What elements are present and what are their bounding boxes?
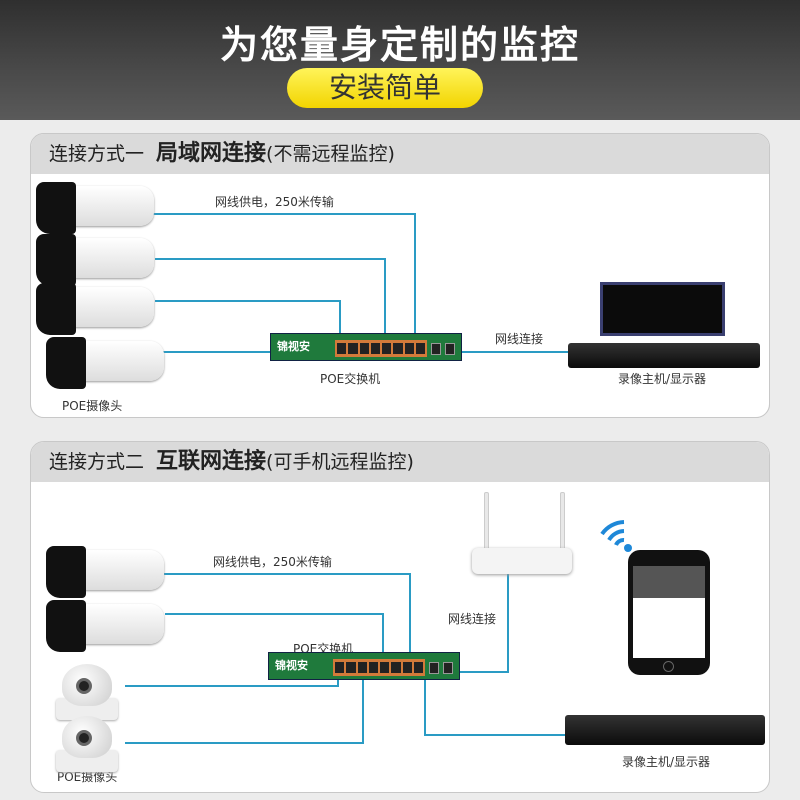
method-prefix: 连接方式一 (49, 143, 145, 165)
cable-c (125, 680, 339, 687)
bullet-camera-icon (36, 283, 154, 335)
camera-label: POE摄像头 (57, 770, 118, 784)
recorder-icon (568, 343, 760, 368)
cable-a (162, 573, 411, 655)
wifi-icon (600, 520, 632, 552)
method-title: 局域网连接 (156, 141, 267, 166)
method-note: (不需远程监控) (266, 143, 395, 165)
switch-label: POE交换机 (320, 372, 381, 386)
install-badge: 安装简单 (287, 68, 483, 108)
cable-2 (155, 258, 386, 335)
bullet-camera-icon (46, 546, 164, 598)
camera-label: POE摄像头 (62, 399, 123, 413)
smartphone-icon (628, 550, 710, 675)
switch-brand: 锦视安 (275, 659, 308, 672)
switch-brand: 锦视安 (277, 340, 310, 353)
poe-switch-icon: 锦视安 (270, 333, 462, 361)
cable-to-recorder-2 (424, 680, 565, 736)
router-icon (472, 548, 572, 574)
cable-d (125, 680, 364, 744)
page-title: 为您量身定制的监控 (219, 23, 580, 67)
cable-label: 网线供电，250米传输 (215, 195, 334, 209)
recorder-label: 录像主机/显示器 (622, 755, 711, 769)
panel-header: 连接方式一局域网连接(不需远程监控) (31, 134, 769, 174)
cable-label: 网线供电，250米传输 (213, 555, 332, 569)
link-label: 网线连接 (495, 332, 544, 346)
dome-camera-icon (56, 712, 118, 774)
bullet-camera-icon (46, 337, 164, 389)
cable-3 (155, 300, 341, 335)
bullet-camera-icon (36, 182, 154, 234)
dome-camera-icon (56, 660, 118, 722)
cable-to-router (455, 570, 509, 673)
bullet-camera-icon (36, 234, 154, 286)
recorder-icon (565, 715, 765, 745)
recorder-label: 录像主机/显示器 (618, 372, 707, 386)
cable-1 (152, 213, 416, 335)
poe-switch-icon: 锦视安 (268, 652, 460, 680)
bullet-camera-icon (46, 600, 164, 652)
link-label: 网线连接 (448, 612, 497, 626)
monitor-icon (600, 282, 725, 336)
cable-b (165, 613, 384, 655)
